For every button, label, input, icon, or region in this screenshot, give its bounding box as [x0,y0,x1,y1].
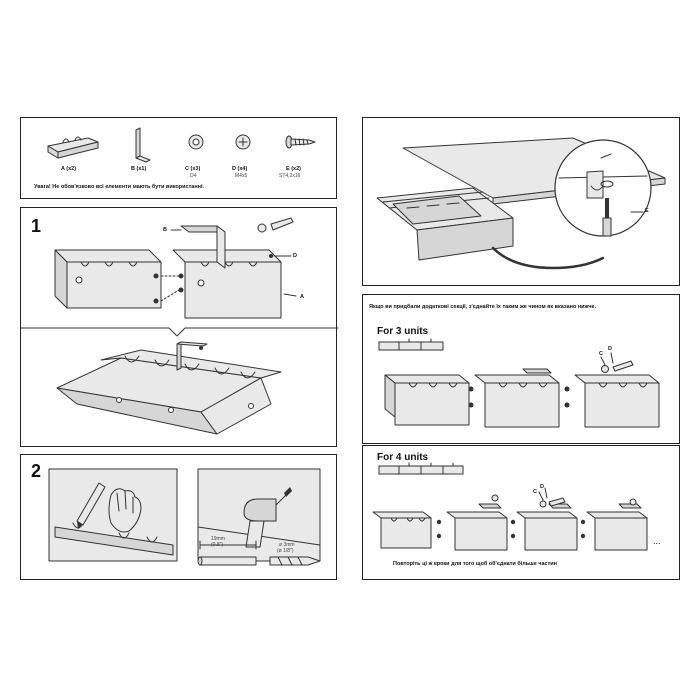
part-e-label: E (x2) [286,166,301,172]
part-b-icon [135,127,151,163]
step2-dim-drill-in: (ø 1/8") [277,548,294,554]
step2-panel: 2 19mm (0.8") ø 3mm (ø 1/8") [20,454,337,580]
step1-callout-b: B [163,227,167,233]
four-units-ellipsis: ... [653,536,661,546]
four-units-callout-d: D [540,484,544,490]
part-b-label: B (x1) [131,166,147,172]
part-a-label: A (x2) [61,166,77,172]
step1-panel: 1 B D A [20,207,339,447]
three-units-callout-d: D [608,346,612,352]
three-units-diagram [378,338,660,428]
four-units-callout-c: C [533,489,537,495]
step1-exploded-trays [20,217,339,337]
washer-c-icon [188,134,204,150]
additional-note-text: Якщо ви придбали додаткові секції, з'єдн… [369,304,597,310]
part-a-icon [47,136,99,159]
bolt-d-icon [235,134,251,150]
step1-callout-a: A [300,294,304,300]
part-d-label: D (x4) [232,166,248,172]
mounting-panel: E [362,117,680,286]
part-e-spec: ST4,2x16 [279,173,301,179]
warning-text: Увага! Не обов'язково всі елементи мають… [34,184,205,190]
desk-mount-illustration [376,137,666,270]
step2-drilling-illustration [197,468,321,562]
part-c-spec: D4 [190,173,197,179]
mount-callout-e: E [645,208,649,214]
repeat-note: Повторіть ці ж кроки для того щоб об'єдн… [393,561,558,567]
three-units-heading: For 3 units [377,326,429,337]
step1-callout-d: D [293,253,297,259]
step2-dim-drill: ø 3mm [279,542,295,548]
additional-note: Якщо ви придбали додаткові секції, з'єдн… [369,303,669,312]
parts-panel: A (x2) B (x1) C (x3) D4 D (x4) M4x5 E (x… [20,117,337,199]
step2-number: 2 [31,461,42,481]
step2-dimension-pieces [197,540,321,566]
step1-assembled-tray [56,341,282,435]
four-units-panel: For 4 units [362,445,680,580]
step2-dim-length-in: (0.8") [211,542,224,548]
three-units-callout-c: C [599,351,603,357]
four-units-heading: For 4 units [377,452,429,463]
four-units-diagram [372,462,648,551]
additional-sections-panel: Якщо ви придбали додаткові секції, з'єдн… [362,294,680,444]
step2-marking-illustration [48,468,178,562]
screw-e-icon [285,135,316,149]
part-c-label: C (x3) [185,166,201,172]
part-d-spec: M4x5 [235,173,248,179]
step1-number: 1 [31,216,42,236]
step2-dim-length: 19mm [211,536,225,542]
